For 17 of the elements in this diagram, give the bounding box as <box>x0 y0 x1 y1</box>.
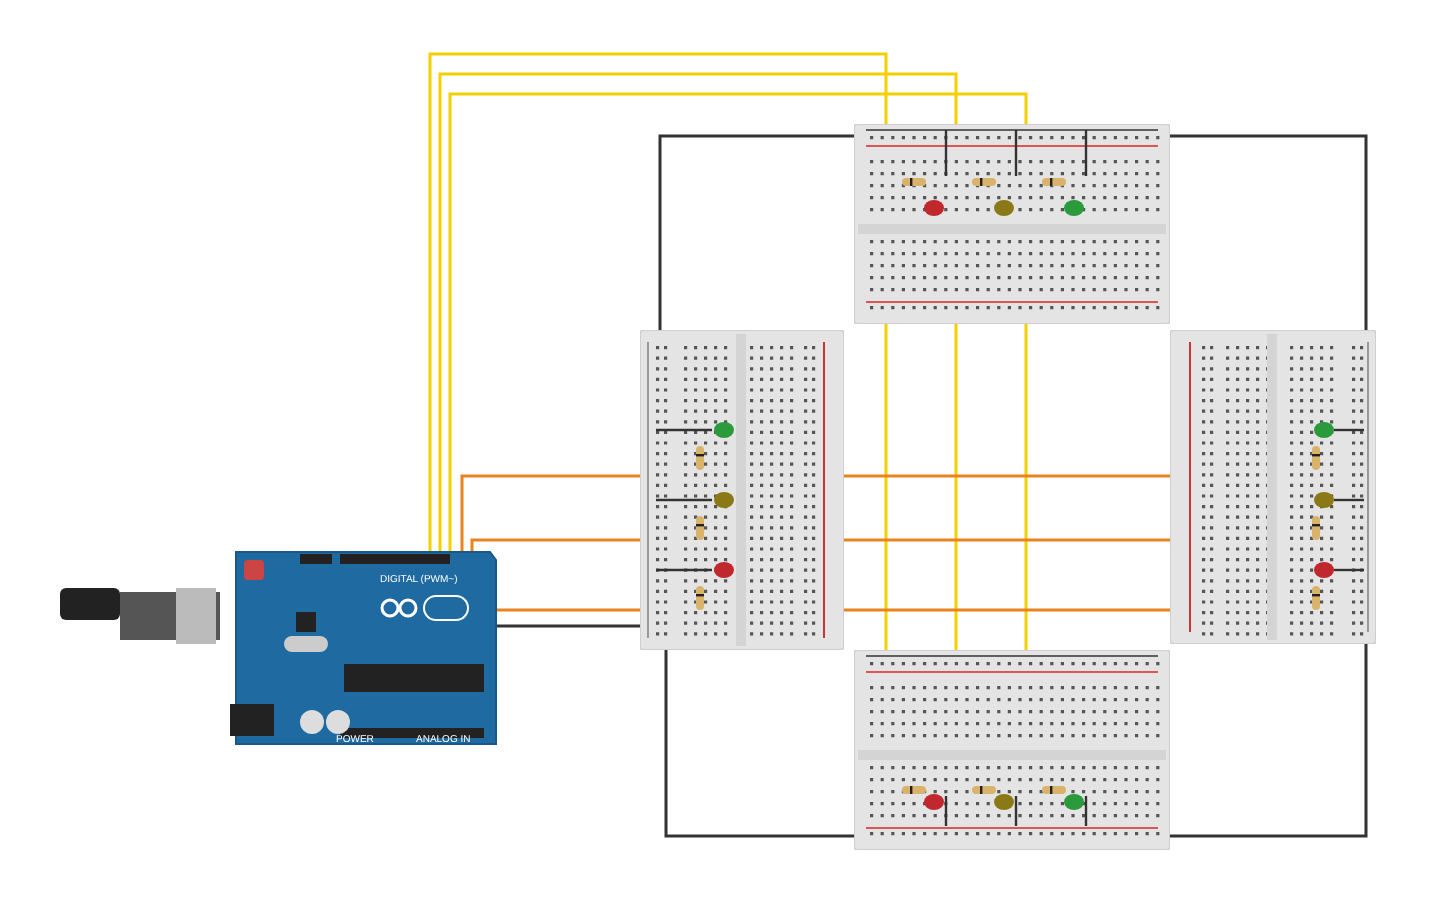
wire <box>438 72 958 552</box>
wire <box>428 52 888 552</box>
wire <box>954 324 958 650</box>
wire <box>496 608 640 612</box>
wire <box>460 474 640 552</box>
wire <box>844 538 1170 542</box>
wire <box>470 538 640 552</box>
wire <box>1170 644 1368 838</box>
wire <box>448 92 1028 552</box>
wire <box>496 624 640 628</box>
wire <box>658 134 854 330</box>
wire <box>844 608 1170 612</box>
wire <box>1170 134 1368 330</box>
wire <box>884 324 888 650</box>
wire <box>1024 324 1028 650</box>
wire <box>664 650 854 838</box>
wire <box>844 474 1170 478</box>
